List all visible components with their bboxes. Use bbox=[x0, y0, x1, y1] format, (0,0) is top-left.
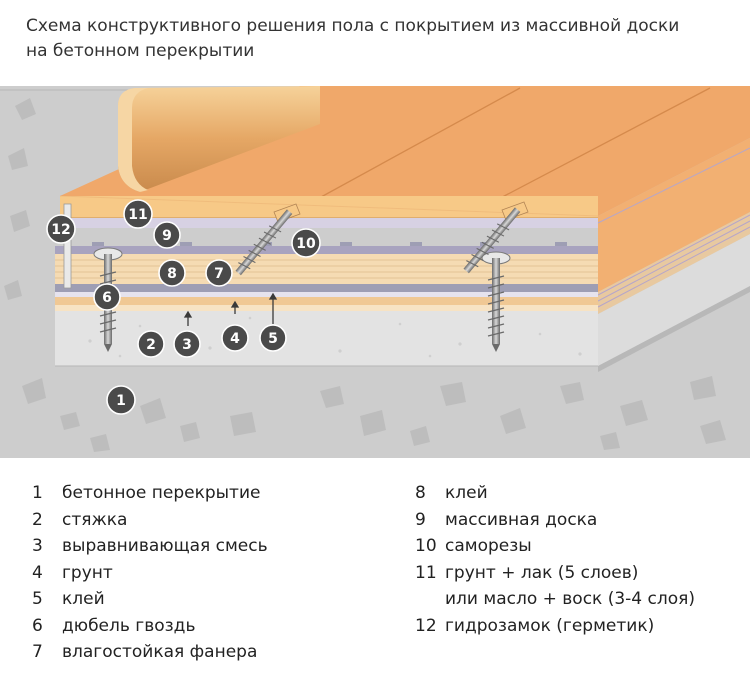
right-side-plywood bbox=[598, 212, 750, 314]
svg-text:7: 7 bbox=[214, 266, 224, 282]
badge-7: 7 bbox=[205, 259, 233, 287]
svg-text:1: 1 bbox=[116, 393, 126, 409]
board-seam bbox=[469, 87, 711, 215]
diagram-title: Схема конструктивного решения пола с пок… bbox=[26, 14, 746, 64]
screed-layer bbox=[55, 305, 598, 311]
self-tapping-screw-left bbox=[235, 203, 301, 276]
sealant-strip bbox=[63, 203, 72, 289]
primer-layer bbox=[55, 292, 598, 297]
svg-text:10: 10 bbox=[296, 236, 316, 252]
svg-text:4: 4 bbox=[230, 331, 240, 347]
plywood-layer bbox=[55, 254, 598, 284]
badge-10: 10 bbox=[291, 228, 321, 258]
right-side-board bbox=[598, 138, 750, 292]
badge-4: 4 bbox=[221, 324, 249, 352]
svg-text:9: 9 bbox=[162, 228, 172, 244]
svg-text:5: 5 bbox=[268, 331, 278, 347]
badge-11: 11 bbox=[123, 199, 153, 229]
screed-concrete-layer bbox=[55, 311, 598, 366]
glue-layer-8 bbox=[55, 218, 598, 228]
glue-layer-5 bbox=[55, 284, 598, 292]
self-tapping-screw-right bbox=[463, 201, 529, 274]
svg-text:12: 12 bbox=[51, 222, 70, 238]
svg-text:2: 2 bbox=[146, 337, 156, 353]
floor-diagram: 1 2 3 4 5 6 7 8 9 10 11 12 bbox=[0, 86, 750, 458]
aggregate-texture bbox=[4, 98, 726, 452]
badge-9: 9 bbox=[153, 221, 181, 249]
right-side-concrete-edge bbox=[598, 286, 750, 372]
title-line-1: Схема конструктивного решения пола с пок… bbox=[26, 16, 680, 36]
massive-board-front bbox=[60, 196, 598, 218]
badge-6: 6 bbox=[93, 283, 121, 311]
leveling-mix-layer bbox=[55, 297, 598, 305]
badge-3: 3 bbox=[173, 330, 201, 358]
board-seam bbox=[289, 87, 521, 215]
title-line-2: на бетонном перекрытии bbox=[26, 41, 255, 61]
dowel-nail-right bbox=[481, 251, 511, 352]
plinth-molding bbox=[118, 86, 320, 192]
svg-text:6: 6 bbox=[102, 290, 112, 306]
svg-text:8: 8 bbox=[167, 266, 177, 282]
right-side-screed bbox=[598, 234, 750, 366]
badge-8: 8 bbox=[158, 259, 186, 287]
badge-12: 12 bbox=[46, 214, 76, 244]
svg-text:11: 11 bbox=[128, 207, 147, 223]
legend-item-continuation: или масло + воск (3-4 слоя) bbox=[445, 589, 695, 609]
svg-text:3: 3 bbox=[182, 337, 192, 353]
badge-2: 2 bbox=[137, 330, 165, 358]
badge-1: 1 bbox=[106, 385, 136, 415]
badge-5: 5 bbox=[259, 324, 287, 352]
